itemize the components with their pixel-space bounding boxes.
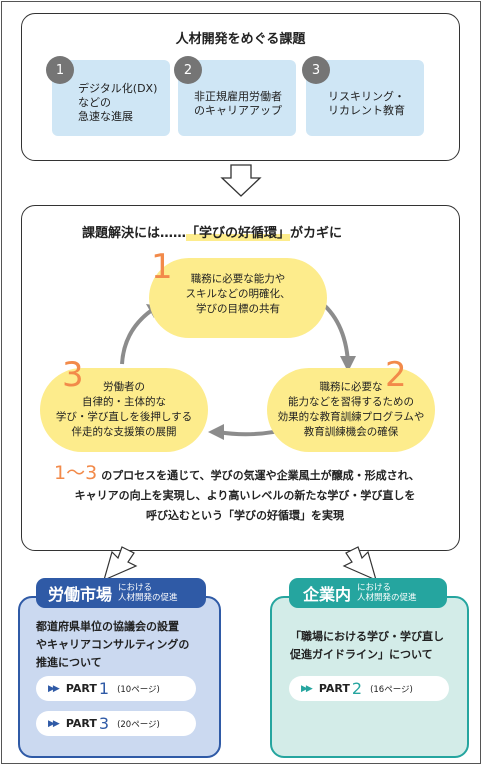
down-arrow-icon — [220, 164, 262, 197]
labor-market-description: 都道府県単位の協議会の設置 やキャリアコンサルティングの 推進について — [36, 620, 190, 669]
part2-number: 2 — [351, 679, 363, 698]
part2-pages: (16ページ) — [370, 684, 413, 695]
cycle-title-prefix: 課題解決には…… — [82, 226, 187, 241]
play-double-icon: ▶▶ — [48, 718, 60, 729]
company-tab-subtitle: における 人材開発の促進 — [357, 583, 417, 603]
part1-link[interactable]: ▶▶ PART 1 (10ページ) — [36, 676, 196, 701]
part3-pages: (20ページ) — [117, 719, 160, 730]
cycle-step-2-number: 2 — [385, 355, 407, 395]
cycle-step-3-number: 3 — [62, 355, 84, 395]
cycle-step-1: 職務に必要な能力や スキルなどの明確化、 学びの目標の共有 — [149, 258, 327, 338]
cycle-summary-line1: のプロセスを通じて、学びの気運や企業風土が醸成・形成され、 — [101, 469, 420, 482]
split-arrow-right-icon — [342, 546, 377, 582]
cycle-step-2: 職務に必要な 能力などを習得するための 効果的な教育訓練プログラムや 教育訓練機… — [267, 368, 435, 452]
cycle-step-1-text: 職務に必要な能力や スキルなどの明確化、 学びの目標の共有 — [185, 273, 291, 315]
part3-label: PART — [65, 717, 97, 730]
challenge-text-2: 非正規雇用労働者 のキャリアアップ — [194, 90, 282, 117]
cycle-step-2-text: 職務に必要な 能力などを習得するための 効果的な教育訓練プログラムや 教育訓練機… — [277, 381, 425, 438]
cycle-summary-range: 1～3 — [54, 462, 98, 484]
challenges-title: 人材開発をめぐる課題 — [175, 32, 306, 47]
challenge-number-1: 1 — [46, 56, 74, 84]
cycle-step-1-number: 1 — [151, 247, 173, 287]
challenges-box: 人材開発をめぐる課題 デジタル化(DX) などの 急速な進展 1 非正規雇用労働… — [21, 13, 460, 161]
cycle-title: 課題解決には……「学びの好循環」がカギに — [82, 222, 342, 241]
cycle-summary-line3: 呼び込むという「学びの好循環」を実現 — [146, 509, 344, 522]
challenge-text-3: リスキリング・ リカレント教育 — [328, 90, 405, 117]
cycle-step-3: 労働者の 自律的・主体的な 学び・学び直しを後押しする 伴走的な支援策の展開 — [40, 368, 208, 452]
challenge-text-1: デジタル化(DX) などの 急速な進展 — [78, 82, 158, 123]
challenge-number-2: 2 — [174, 56, 202, 84]
part2-link[interactable]: ▶▶ PART 2 (16ページ) — [289, 676, 449, 701]
challenge-card-1: デジタル化(DX) などの 急速な進展 — [52, 60, 170, 136]
labor-market-tab: 労働市場 における 人材開発の促進 — [36, 578, 206, 608]
part3-link[interactable]: ▶▶ PART 3 (20ページ) — [36, 711, 196, 736]
play-double-icon: ▶▶ — [301, 683, 313, 694]
part1-label: PART — [65, 682, 97, 695]
cycle-step-3-text: 労働者の 自律的・主体的な 学び・学び直しを後押しする 伴走的な支援策の展開 — [55, 381, 193, 438]
part1-pages: (10ページ) — [117, 684, 160, 695]
challenge-number-3: 3 — [302, 56, 330, 84]
play-double-icon: ▶▶ — [48, 683, 60, 694]
split-arrow-left-icon — [103, 546, 138, 582]
company-description: 「職場における学び・学び直し 促進ガイドライン」について — [290, 630, 444, 661]
part2-label: PART — [318, 682, 350, 695]
company-tab-title: 企業内 — [303, 585, 352, 604]
cycle-summary-line2: キャリアの向上を実現し、より高いレベルの新たな学び・学び直しを — [74, 489, 416, 502]
company-tab: 企業内 における 人材開発の促進 — [289, 578, 447, 608]
labor-market-tab-subtitle: における 人材開発の促進 — [118, 583, 178, 603]
labor-market-tab-title: 労働市場 — [48, 585, 113, 604]
cycle-title-suffix: がカギに — [290, 226, 343, 241]
part3-number: 3 — [98, 714, 110, 733]
part1-number: 1 — [98, 679, 110, 698]
cycle-title-highlight: 「学びの好循環」 — [186, 226, 291, 241]
